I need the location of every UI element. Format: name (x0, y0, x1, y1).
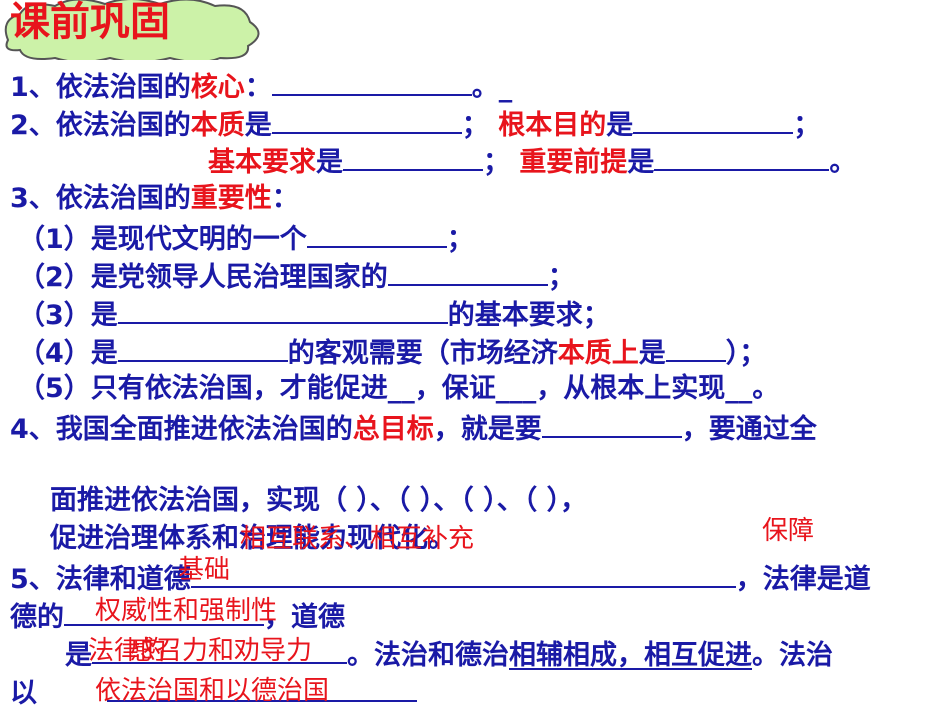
question-5-line-2: 德的，道德 (10, 598, 345, 635)
title-cloud (4, 0, 260, 60)
question-4-line-2: 面推进依法治国，实现（ ）、（ ）、（ ）、（ ）， (50, 485, 588, 516)
question-4-line-3: 促进治理体系和治理能力现代化。 (50, 523, 455, 554)
question-3-item-5: （5）只有依法治国，才能促进__，保证___，从根本上实现__。 (18, 373, 780, 404)
page-title: 课前巩固 (10, 0, 170, 45)
question-4-line-1: 4、我国全面推进依法治国的总目标，就是要，要通过全 (10, 410, 817, 447)
answer-guarantee: 保障 (762, 516, 815, 546)
answer-foundation: 基础 (178, 555, 231, 585)
question-3-item-1: （1）是现代文明的一个； (18, 220, 474, 257)
answer-law: 法律的 (88, 636, 167, 666)
question-2-line-2: 基本要求是； 重要前提是。 (208, 143, 856, 180)
answer-rule: 依法治国和以德治国 (95, 676, 330, 706)
question-5-line-1: 5、法律和道德，法律是道 (10, 560, 871, 597)
question-3: 3、依法治国的重要性： (10, 183, 299, 214)
question-1: 1、依法治国的核心：。_ (10, 68, 512, 105)
question-3-item-3: （3）是的基本要求； (18, 296, 610, 333)
question-5-line-3: 是。法治和德治相辅相成，相互促进。法治 (65, 636, 833, 673)
question-3-item-2: （2）是党领导人民治理国家的； (18, 258, 575, 295)
answer-authority: 权威性和强制性 (95, 596, 278, 626)
question-3-item-4: （4）是的客观需要（市场经济本质上是）； (18, 334, 766, 371)
answer-relation: 相互联系、相互补充 (240, 524, 475, 554)
answer-appeal: 感召力和劝导力 (130, 636, 313, 666)
question-5-line-4: 以 (10, 674, 417, 711)
question-2-line-1: 2、依法治国的本质是； 根本目的是； (10, 106, 820, 143)
